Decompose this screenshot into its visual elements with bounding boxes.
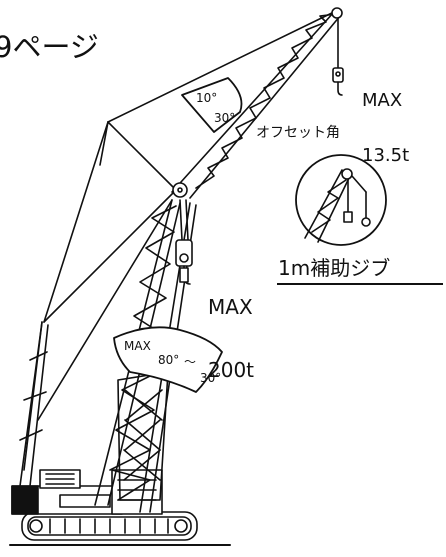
aux-jib-underline — [277, 283, 443, 285]
offset-angle-badge — [181, 77, 243, 133]
luffing-jib — [171, 7, 343, 199]
offset-angle-max: 30° — [214, 111, 236, 125]
offset-angle-label: オフセット角 — [256, 125, 340, 141]
boom-angle-max-label: MAX — [124, 339, 151, 353]
boom-angle-max-deg: 30° — [200, 371, 222, 385]
suspension-ropes — [37, 9, 339, 421]
jib-max-value: 13.5t — [362, 144, 410, 166]
boom-max-value: 200t — [208, 358, 255, 382]
jib-hook — [332, 17, 344, 96]
jib-max-capacity: MAX 13.5t — [362, 55, 409, 202]
back-mast — [19, 321, 49, 487]
page-reference: 9ページ — [0, 30, 99, 64]
jib-max-label: MAX — [362, 89, 403, 111]
offset-angle-min: 10° — [196, 91, 218, 105]
boom-angle-min-deg: 80° — [158, 353, 180, 367]
boom-max-label: MAX — [208, 295, 253, 319]
boom-max-capacity: MAX 200t — [208, 255, 254, 423]
boom-angle-badge — [113, 326, 223, 393]
aux-jib-inset — [295, 154, 387, 246]
boom-angle-tilde: ～ — [184, 355, 197, 369]
main-hook — [175, 199, 193, 285]
aux-jib-label: 1m補助ジブ — [278, 256, 391, 280]
crawler-base — [9, 511, 231, 546]
